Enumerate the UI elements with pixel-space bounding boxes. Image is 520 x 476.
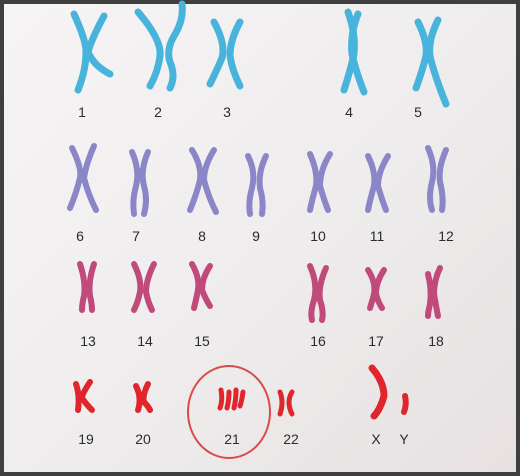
chromosome-5 <box>416 20 446 104</box>
chromosome-3 <box>210 22 240 86</box>
label-chromosome-17: 17 <box>356 333 396 349</box>
chromosome-20 <box>136 384 150 410</box>
label-chromosome-6: 6 <box>60 228 100 244</box>
chromosome-12 <box>428 148 446 210</box>
chromosome-9 <box>248 156 266 214</box>
chromosome-14 <box>134 264 154 310</box>
label-chromosome-21: 21 <box>212 431 252 447</box>
label-chromosome-15: 15 <box>182 333 222 349</box>
label-chromosome-8: 8 <box>182 228 222 244</box>
label-chromosome-10: 10 <box>298 228 338 244</box>
chromosome-x <box>372 368 384 416</box>
chromosome-y <box>404 396 406 412</box>
chromosome-13 <box>80 264 94 310</box>
chromosome-16 <box>310 266 326 320</box>
label-chromosome-7: 7 <box>116 228 156 244</box>
chromosome-11 <box>368 156 388 210</box>
chromosome-18 <box>428 268 440 316</box>
label-chromosome-18: 18 <box>416 333 456 349</box>
label-chromosome-3: 3 <box>207 104 247 120</box>
label-chromosome-4: 4 <box>329 104 369 120</box>
label-chromosome-1: 1 <box>62 104 102 120</box>
label-chromosome-14: 14 <box>125 333 165 349</box>
chromosome-22 <box>280 392 292 414</box>
label-chromosome-11: 11 <box>357 228 397 244</box>
chromosome-10 <box>310 154 330 210</box>
chromosome-4 <box>344 12 364 92</box>
chromosome-19 <box>76 382 92 410</box>
chromosome-2 <box>138 4 182 88</box>
label-chromosome-2: 2 <box>138 104 178 120</box>
label-chromosome-5: 5 <box>398 104 438 120</box>
chromosome-7 <box>132 152 148 214</box>
label-chromosome-9: 9 <box>236 228 276 244</box>
label-chromosome-22: 22 <box>271 431 311 447</box>
label-chromosome-16: 16 <box>298 333 338 349</box>
label-chromosome-13: 13 <box>68 333 108 349</box>
chromosome-15 <box>192 264 210 308</box>
chromosome-17 <box>368 270 384 308</box>
chromosome-21 <box>220 390 243 408</box>
label-chromosome-19: 19 <box>66 431 106 447</box>
chromosome-6 <box>70 146 96 210</box>
chromosome-1 <box>74 14 110 90</box>
chromosome-8 <box>190 150 216 212</box>
label-chromosome-y: Y <box>384 431 424 447</box>
label-chromosome-12: 12 <box>426 228 466 244</box>
label-chromosome-20: 20 <box>123 431 163 447</box>
